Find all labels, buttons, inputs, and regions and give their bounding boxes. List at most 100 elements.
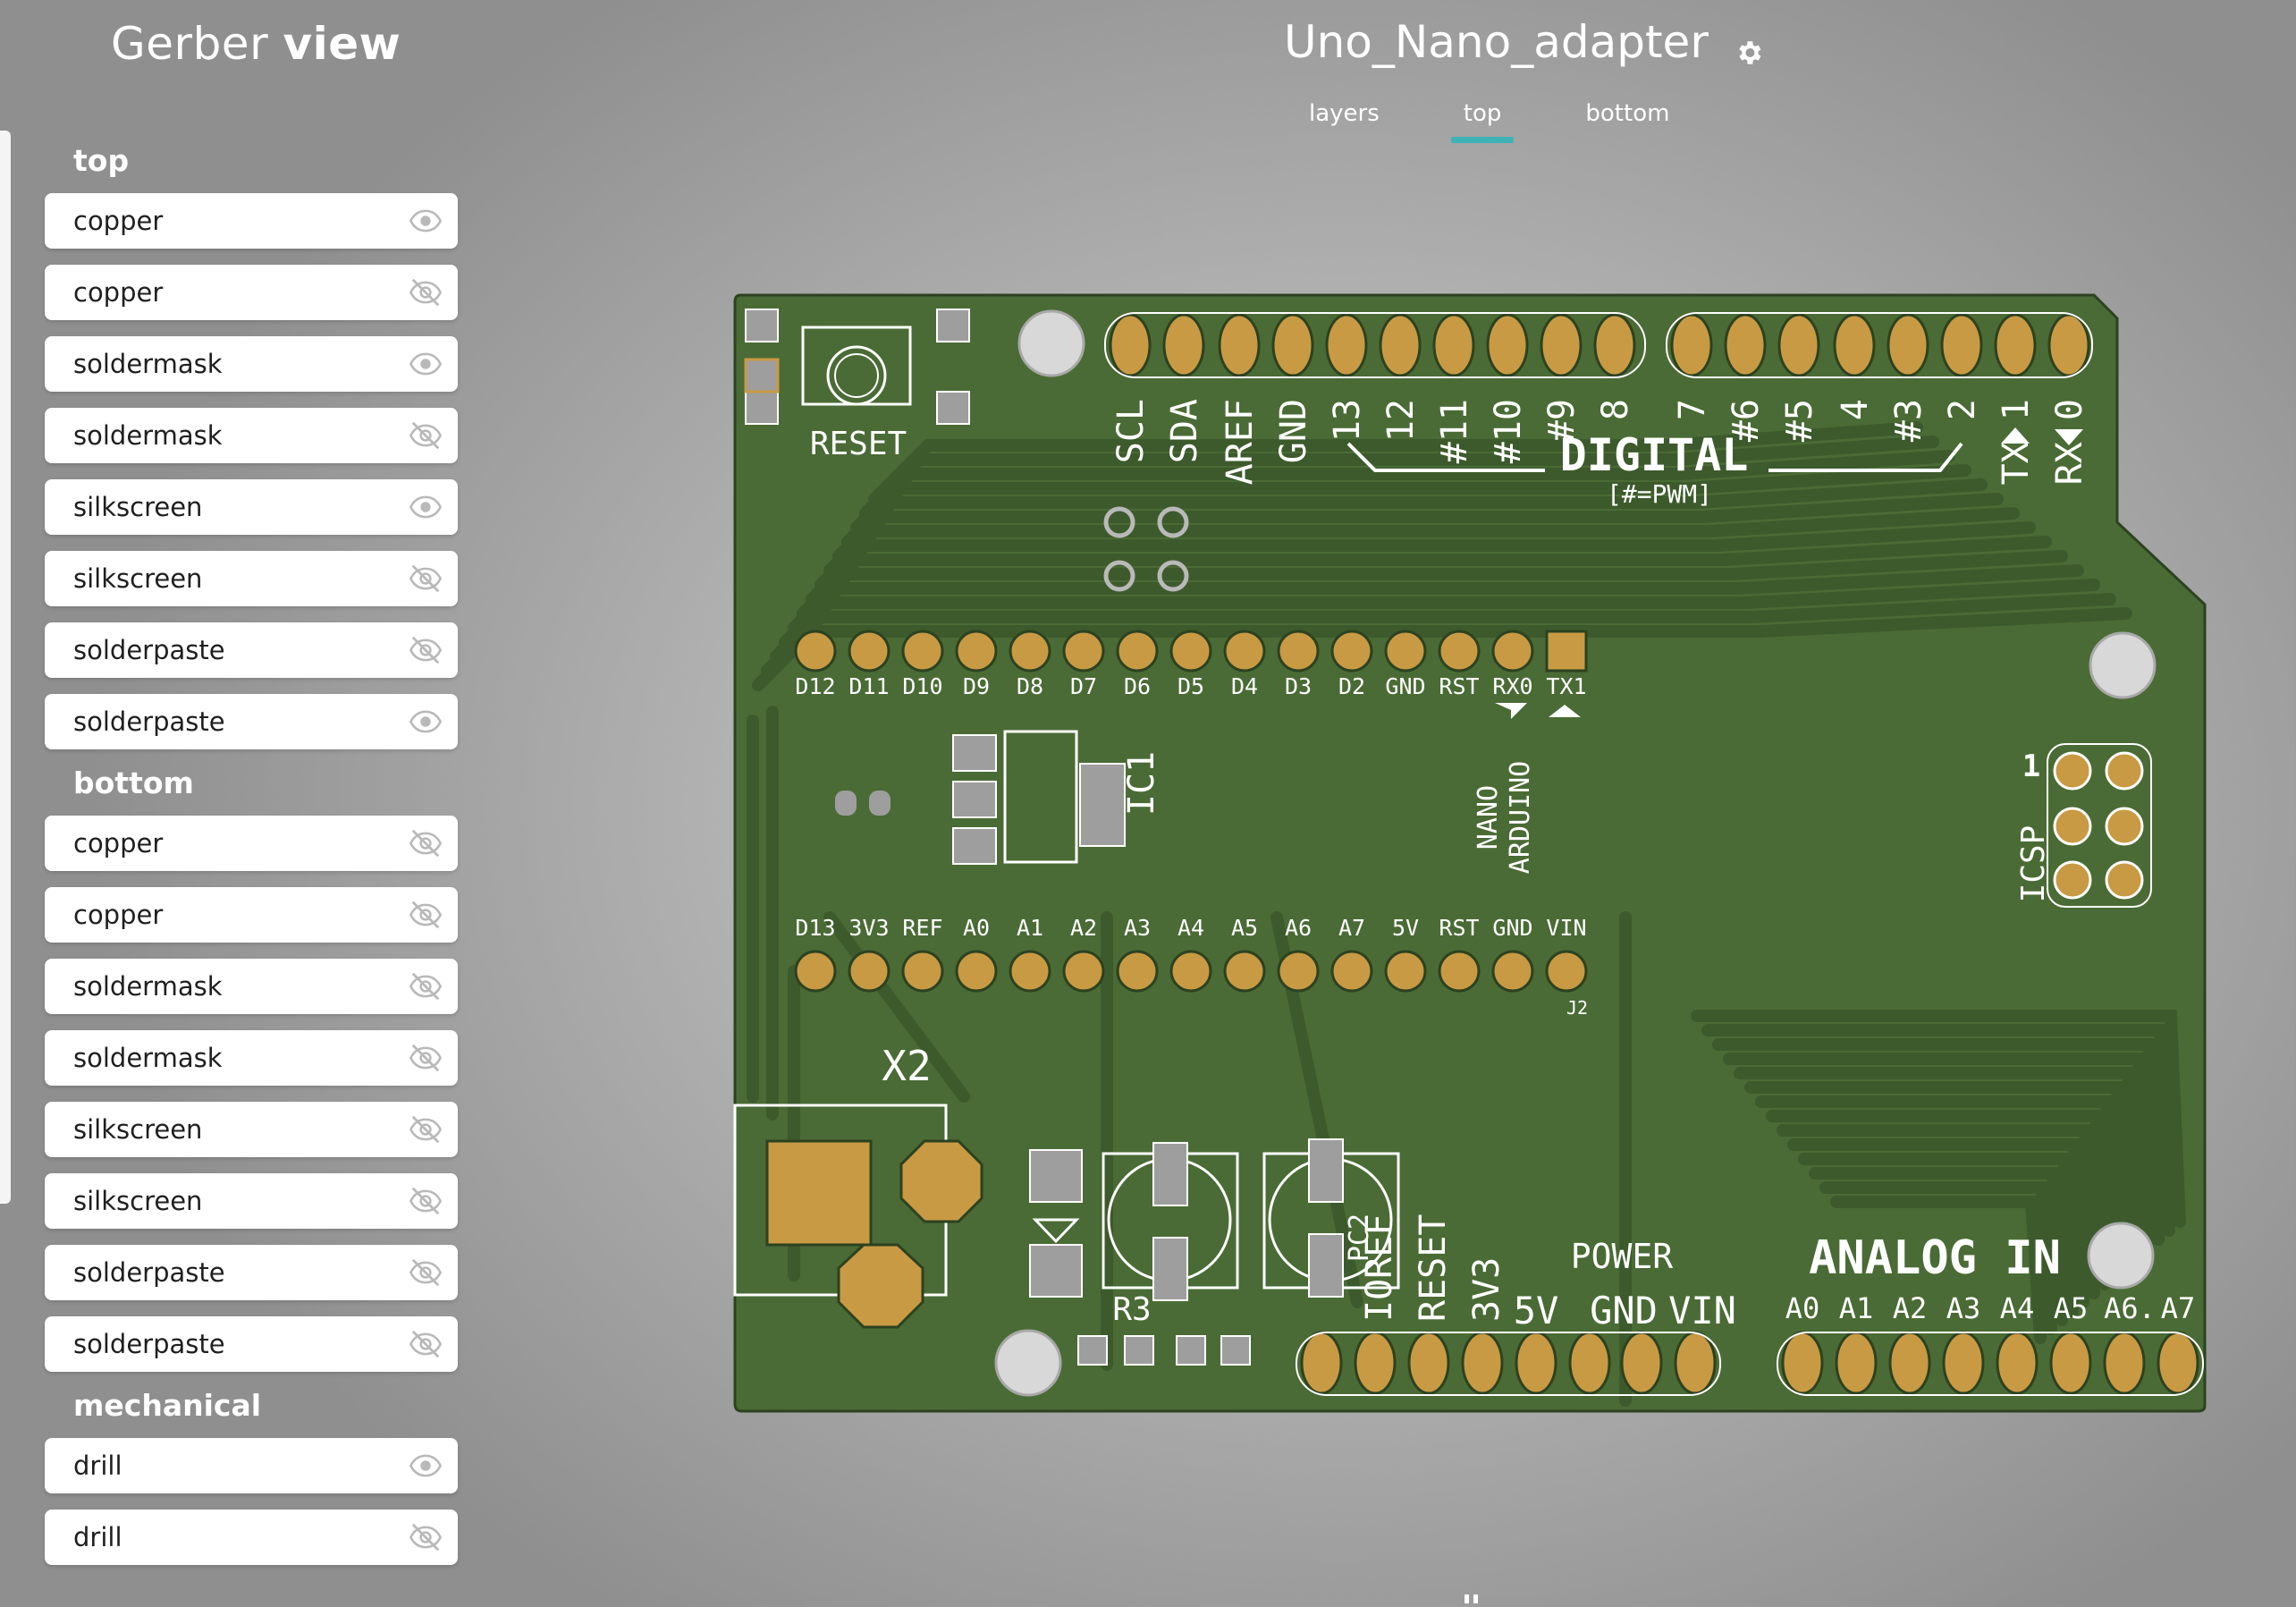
eye-off-icon[interactable]: [408, 561, 443, 596]
eye-off-icon[interactable]: [408, 897, 443, 933]
trace: [868, 421, 1923, 505]
eye-icon[interactable]: [408, 704, 443, 740]
header-label: 7: [1672, 399, 1713, 420]
arduino-label: ARDUINO: [1505, 761, 1536, 874]
nano-pin: [901, 950, 944, 993]
nano-bottom-label: 5V: [1392, 915, 1419, 941]
digital-bracket: [1346, 442, 1545, 472]
nano-pin: [1062, 630, 1105, 672]
digital-bracket: [1768, 442, 1963, 472]
eye-off-icon[interactable]: [408, 632, 443, 668]
analog-pin-label: A2: [1893, 1291, 1928, 1325]
eye-icon[interactable]: [408, 346, 443, 382]
nano-pin: [1384, 950, 1427, 993]
eye-off-icon[interactable]: [408, 1112, 443, 1147]
trace: [1712, 1038, 2165, 1246]
analog-pin: [1942, 1331, 1985, 1395]
layer-row-top-copper[interactable]: copper: [45, 265, 458, 320]
analog-pin: [2049, 1331, 2092, 1395]
eye-off-icon[interactable]: [408, 418, 443, 453]
reset-button-inner: [834, 353, 879, 398]
sidebar-scrollbar[interactable]: [0, 131, 11, 1204]
pc2-label: PC2: [1344, 1214, 1375, 1262]
analog-label: ANALOG IN: [1809, 1231, 2061, 1285]
layer-row-mechanical-drill[interactable]: drill: [45, 1438, 458, 1493]
mounting-hole: [2087, 1222, 2155, 1290]
eye-off-icon[interactable]: [408, 275, 443, 310]
eye-off-icon[interactable]: [408, 1326, 443, 1362]
eye-icon[interactable]: [408, 203, 443, 239]
layer-row-mechanical-drill[interactable]: drill: [45, 1510, 458, 1565]
mounting-hole: [2089, 631, 2157, 699]
icsp-pin1-label: 1: [2022, 749, 2040, 784]
layer-label: silkscreen: [73, 492, 203, 522]
rx-arrow: [2055, 429, 2083, 445]
nano-pin: [1223, 950, 1266, 993]
header-pin: [1887, 313, 1929, 377]
view-tabs: layers top bottom: [1279, 98, 1723, 143]
header-outline: [1666, 312, 2093, 378]
analog-pin-label: A7: [2161, 1291, 2196, 1325]
trace: [1798, 1153, 2079, 1317]
resistor-pad: [1077, 1335, 1108, 1366]
layer-row-top-soldermask[interactable]: soldermask: [45, 336, 458, 392]
nano-bottom-label: REF: [902, 915, 942, 941]
nano-pin: [1491, 630, 1534, 672]
nano-pin: [1116, 630, 1159, 672]
icsp-pin: [2053, 807, 2092, 846]
eye-off-icon[interactable]: [408, 1183, 443, 1219]
eye-icon[interactable]: [408, 489, 443, 525]
reset-pad: [745, 391, 779, 425]
eye-off-icon[interactable]: [408, 1519, 443, 1555]
power-pin: [1515, 1331, 1557, 1395]
layer-row-top-copper[interactable]: copper: [45, 193, 458, 249]
header-outline: [1104, 312, 1646, 378]
layer-row-bottom-silkscreen[interactable]: silkscreen: [45, 1173, 458, 1229]
power-pin-label: IOREF: [1359, 1214, 1400, 1322]
eye-off-icon[interactable]: [408, 1040, 443, 1076]
eye-off-icon[interactable]: [408, 825, 443, 861]
icsp-pin: [2105, 860, 2144, 900]
layer-row-bottom-copper[interactable]: copper: [45, 816, 458, 871]
resize-handle[interactable]: [1463, 1590, 1481, 1603]
project-title: Uno_Nano_adapter: [1284, 16, 1709, 68]
layer-row-bottom-soldermask[interactable]: soldermask: [45, 959, 458, 1014]
cap-pad: [1152, 1237, 1188, 1301]
diode-pad: [1029, 1244, 1083, 1298]
eye-off-icon[interactable]: [408, 968, 443, 1004]
gear-icon[interactable]: [1734, 27, 1764, 64]
analog-pin-label: A3: [1946, 1291, 1981, 1325]
layer-label: silkscreen: [73, 1114, 203, 1145]
layer-row-bottom-soldermask[interactable]: soldermask: [45, 1030, 458, 1086]
layer-row-top-silkscreen[interactable]: silkscreen: [45, 551, 458, 606]
power-pin: [1407, 1331, 1450, 1395]
layer-row-top-solderpaste[interactable]: solderpaste: [45, 622, 458, 678]
layer-row-bottom-copper[interactable]: copper: [45, 887, 458, 943]
trace: [1734, 1067, 2143, 1264]
analog-pin-label: A0: [1785, 1291, 1820, 1325]
power-pin: [1674, 1331, 1717, 1395]
tab-bottom[interactable]: bottom: [1585, 100, 1670, 127]
rx-arrow-small: [1495, 703, 1527, 719]
eye-icon[interactable]: [408, 1448, 443, 1484]
diode-pad: [1029, 1149, 1083, 1203]
analog-pin: [1781, 1331, 1824, 1395]
nano-pin: [1330, 630, 1373, 672]
header-label: 13: [1327, 399, 1368, 442]
layer-row-top-solderpaste[interactable]: solderpaste: [45, 694, 458, 749]
nano-label: NANO: [1473, 785, 1504, 850]
tab-layers[interactable]: layers: [1309, 100, 1380, 127]
layer-row-top-silkscreen[interactable]: silkscreen: [45, 479, 458, 535]
layer-row-bottom-solderpaste[interactable]: solderpaste: [45, 1316, 458, 1372]
analog-pin: [1835, 1331, 1878, 1395]
nano-bottom-label: VIN: [1546, 915, 1586, 941]
layer-row-bottom-solderpaste[interactable]: solderpaste: [45, 1245, 458, 1300]
tab-top[interactable]: top: [1433, 98, 1532, 143]
layer-row-bottom-silkscreen[interactable]: silkscreen: [45, 1102, 458, 1157]
analog-pin-label: A1: [1839, 1291, 1874, 1325]
layer-row-top-soldermask[interactable]: soldermask: [45, 408, 458, 463]
eye-off-icon[interactable]: [408, 1255, 443, 1290]
trace: [1701, 1024, 2175, 1237]
